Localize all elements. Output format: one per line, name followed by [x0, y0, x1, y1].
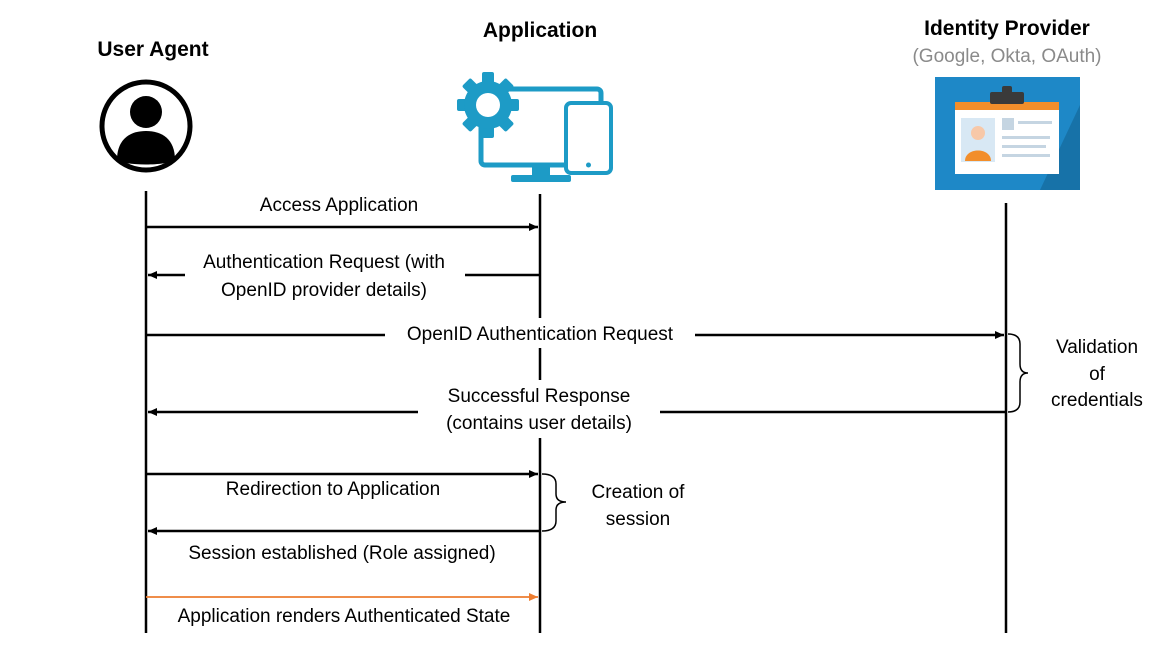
- message-access-application: Access Application: [146, 195, 538, 231]
- message-application-renders-authenticated-state: Application renders Authenticated State: [146, 593, 538, 627]
- message-label: Session established (Role assigned): [188, 543, 495, 564]
- note-label: of: [1089, 364, 1106, 385]
- curly-brace: [541, 473, 567, 532]
- message-redirection-to-application: Redirection to Application: [146, 470, 538, 500]
- message-label: Application renders Authenticated State: [178, 606, 511, 627]
- curly-brace: [1007, 333, 1029, 413]
- label-background: [185, 249, 465, 301]
- message-label: (contains user details): [446, 413, 632, 434]
- identity-provider-subtitle: (Google, Okta, OAuth): [912, 46, 1101, 67]
- message-authentication-request: Authentication Request (with OpenID prov…: [148, 249, 540, 301]
- message-label: Authentication Request (with: [203, 252, 445, 273]
- application-title: Application: [483, 19, 597, 42]
- note-validation-of-credentials: Validation of credentials: [1007, 333, 1143, 413]
- message-label: Access Application: [260, 195, 418, 216]
- user-agent-title: User Agent: [97, 38, 208, 61]
- label-background: [418, 380, 660, 438]
- id-card-icon: [935, 77, 1080, 190]
- note-label: session: [606, 509, 670, 530]
- actor-user-agent: User Agent: [97, 38, 209, 173]
- identity-provider-title: Identity Provider: [924, 17, 1090, 40]
- message-label: Successful Response: [448, 386, 631, 407]
- app-gear-monitor-icon: [455, 66, 625, 190]
- message-label: Redirection to Application: [226, 479, 440, 500]
- note-label: Creation of: [592, 482, 686, 503]
- user-avatar-icon: [99, 79, 193, 173]
- message-label: OpenID provider details): [221, 280, 427, 301]
- label-background: [385, 318, 695, 348]
- message-openid-authentication-request: OpenID Authentication Request: [146, 318, 1004, 348]
- actor-identity-provider: Identity Provider (Google, Okta, OAuth): [912, 17, 1102, 190]
- message-successful-response: Successful Response (contains user detai…: [148, 380, 1006, 438]
- note-label: Validation: [1056, 337, 1138, 358]
- message-label: OpenID Authentication Request: [407, 324, 674, 345]
- actor-application: Application: [455, 19, 625, 190]
- note-creation-of-session: Creation of session: [541, 473, 686, 532]
- message-session-established: Session established (Role assigned): [148, 527, 540, 564]
- note-label: credentials: [1051, 390, 1143, 411]
